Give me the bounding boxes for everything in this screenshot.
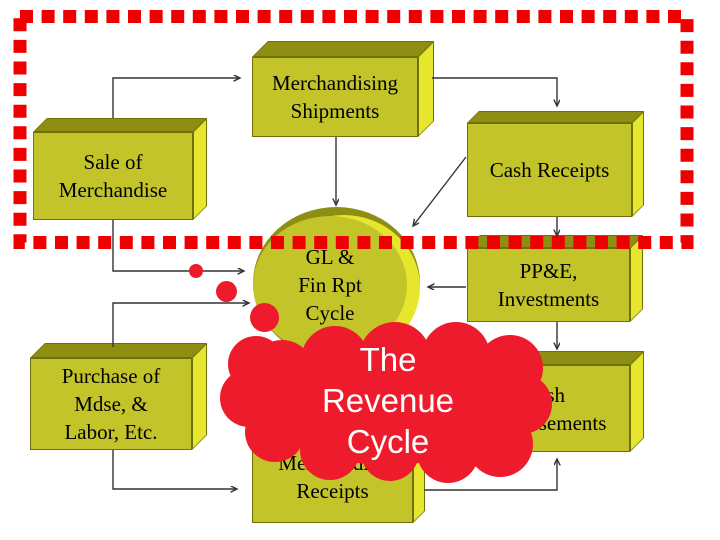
callout-title: The Revenue Cycle xyxy=(268,336,508,464)
callout-tail-bubble-small xyxy=(189,264,203,278)
box-face-front: Purchase of Mdse, & Labor, Etc. xyxy=(30,358,192,450)
node-label-line: PP&E, xyxy=(519,259,578,283)
connector-cash-receipts-to-gl xyxy=(413,156,467,226)
connector-purchase-to-merch-receipts xyxy=(112,450,237,489)
node-label-line: Merchandise xyxy=(58,178,168,202)
node-label-line: Merchandising xyxy=(272,71,398,95)
callout-title-line: Revenue xyxy=(321,381,455,419)
node-label-line: Sale of xyxy=(83,150,143,174)
connector-shipments-to-cash-receipts xyxy=(432,77,557,106)
connector-purchase-to-gl xyxy=(112,303,249,347)
cloud-center xyxy=(268,345,508,465)
node-label-line: Labor, Etc. xyxy=(64,420,158,444)
node-label-line: Shipments xyxy=(290,99,380,123)
node-label-line: Purchase of xyxy=(61,364,161,388)
callout-title-line: Cycle xyxy=(346,422,430,460)
box-face-front: Cash Receipts xyxy=(467,123,632,217)
connector-sale-to-shipments xyxy=(112,78,240,118)
callout-tail-bubble-large xyxy=(250,303,279,332)
node-label-line: Cycle xyxy=(305,301,355,325)
callout-tail-bubble-medium xyxy=(216,281,237,302)
node-label-line: Investments xyxy=(497,287,600,311)
box-face-front: PP&E, Investments xyxy=(467,248,630,322)
node-label-line: Mdse, & xyxy=(74,392,148,416)
callout-title-line: The xyxy=(359,340,417,378)
cloud-puff xyxy=(228,336,284,392)
node-purchase-of-mdse: Purchase of Mdse, & Labor, Etc. xyxy=(30,343,207,450)
node-label-line: Fin Rpt xyxy=(298,273,362,297)
node-merchandising-shipments: Merchandising Shipments xyxy=(252,41,434,137)
node-sale-of-merchandise: Sale of Merchandise xyxy=(33,118,207,220)
node-label-line: Cash Receipts xyxy=(489,158,610,182)
box-face-front: Merchandising Shipments xyxy=(252,57,418,137)
node-ppe-investments: PP&E, Investments xyxy=(467,235,643,322)
node-label-line: Receipts xyxy=(296,478,369,503)
revenue-cycle-dashed-highlight xyxy=(13,10,694,249)
box-face-front: Sale of Merchandise xyxy=(33,132,193,220)
connector-receipts-to-cash-disbursements xyxy=(424,459,557,491)
node-cash-receipts: Cash Receipts xyxy=(467,111,644,217)
